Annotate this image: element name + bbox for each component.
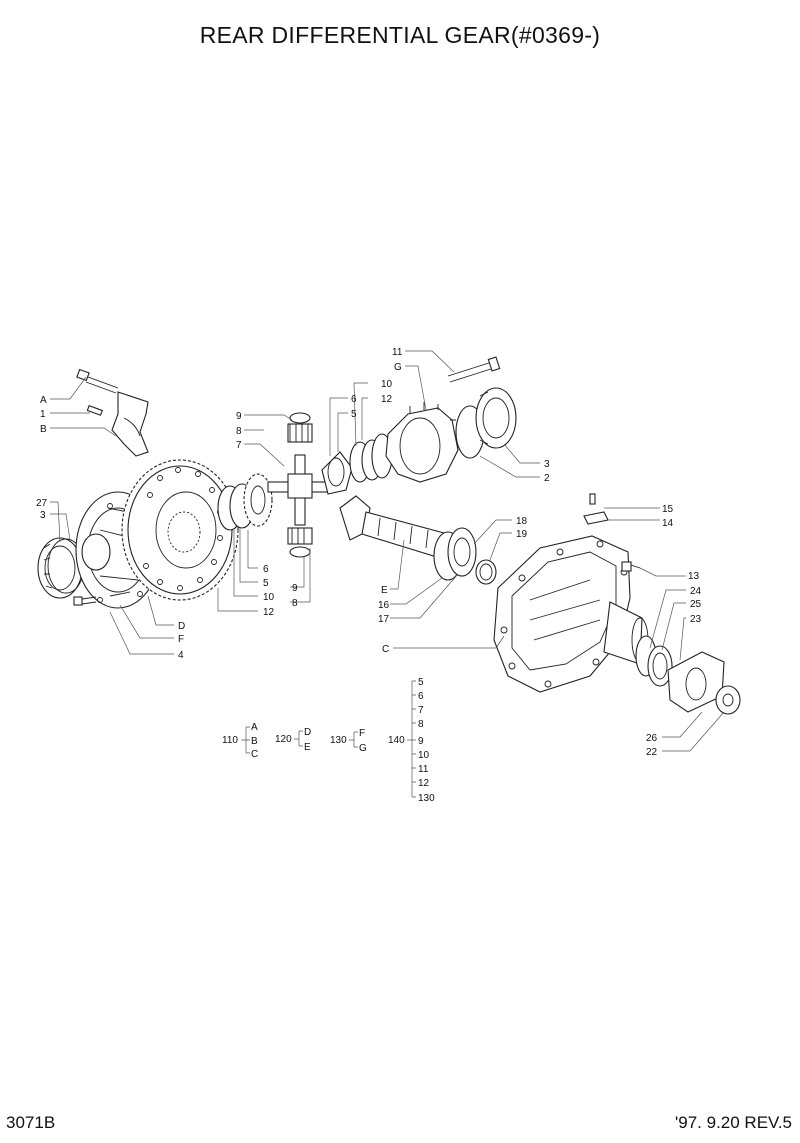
callout-3: 3 [40, 510, 46, 521]
callout-2: 2 [544, 473, 550, 484]
callout-12b: 12 [381, 394, 393, 405]
callout-14: 14 [662, 518, 674, 529]
group-140-item: 5 [418, 677, 424, 688]
right-side-gear-part [321, 433, 393, 495]
group-120-label: 120 [275, 734, 292, 745]
ring-gear-part [121, 459, 239, 601]
callout-3b: 3 [544, 459, 550, 470]
callout-9: 9 [236, 411, 242, 422]
callout-labels: A 1 B 27 3 D F 4 9 8 7 6 5 10 12 9 8 6 5… [36, 347, 702, 758]
callout-a: A [40, 395, 47, 406]
callout-22: 22 [646, 747, 658, 758]
callout-f: F [178, 634, 184, 645]
callout-19: 19 [516, 529, 528, 540]
revision-date: '97. 9.20 REV.5 [675, 1113, 792, 1132]
carrier-housing-part [493, 535, 649, 693]
upper-pinion-gear-part [287, 412, 313, 443]
callout-5b: 5 [351, 409, 357, 420]
pinion-seal-part [635, 635, 673, 687]
callout-18: 18 [516, 516, 528, 527]
group-130-label: 130 [330, 735, 347, 746]
lower-pinion-gear-part [287, 527, 313, 558]
callout-6b: 6 [351, 394, 357, 405]
long-bolt-part [447, 356, 501, 383]
callout-16: 16 [378, 600, 390, 611]
group-130-item: G [359, 743, 367, 754]
callout-e: E [381, 585, 388, 596]
group-110-item: B [251, 736, 258, 747]
group-130-item: F [359, 728, 365, 739]
document-code: 3071B [6, 1113, 56, 1132]
group-110-item: C [251, 749, 258, 760]
right-bearing-part [455, 387, 517, 459]
left-side-gear-part [217, 473, 273, 531]
callout-6: 6 [263, 564, 269, 575]
assembly-group-legend: 110 A B C 120 D E 130 F G 140 5 6 7 8 9 … [222, 677, 435, 804]
callout-1: 1 [40, 409, 46, 420]
companion-flange-part [667, 651, 741, 715]
bolt-part [76, 368, 119, 394]
callout-9b: 9 [292, 583, 298, 594]
group-140-item: 130 [418, 793, 435, 804]
leader-lines [50, 350, 725, 752]
group-140-item: 7 [418, 705, 424, 716]
group-110-item: A [251, 722, 258, 733]
group-140-item: 9 [418, 736, 424, 747]
callout-23: 23 [690, 614, 702, 625]
callout-5: 5 [263, 578, 269, 589]
callout-11: 11 [392, 347, 403, 358]
callout-c: C [382, 644, 389, 655]
callout-8: 8 [236, 426, 242, 437]
spider-cross-part [267, 454, 329, 526]
group-140-label: 140 [388, 735, 405, 746]
callout-17: 17 [378, 614, 390, 625]
callout-7: 7 [236, 440, 242, 451]
breather-plug-part [583, 493, 609, 525]
callout-25: 25 [690, 599, 702, 610]
group-120-item: D [304, 727, 311, 738]
pinion-bearing-part [433, 527, 497, 585]
pin-part [86, 405, 103, 416]
callout-d: D [178, 621, 185, 632]
callout-g: G [394, 362, 402, 373]
group-140-item: 10 [418, 750, 430, 761]
group-140-item: 12 [418, 778, 430, 789]
callout-10: 10 [263, 592, 275, 603]
group-140-item: 8 [418, 719, 424, 730]
group-140-item: 6 [418, 691, 424, 702]
group-120-item: E [304, 742, 311, 753]
page-title: REAR DIFFERENTIAL GEAR(#0369-) [199, 22, 601, 48]
bearing-cap-part [111, 391, 149, 457]
callout-4: 4 [178, 650, 184, 661]
callout-b: B [40, 424, 47, 435]
callout-15: 15 [662, 504, 674, 515]
housing-bolt-part [621, 561, 641, 572]
group-110-label: 110 [222, 735, 238, 746]
group-140-item: 11 [418, 764, 429, 775]
callout-12: 12 [263, 607, 275, 618]
callout-10b: 10 [381, 379, 393, 390]
callout-13: 13 [688, 571, 700, 582]
right-case-half-part [385, 402, 459, 483]
case-bolt-part [73, 596, 97, 606]
callout-27: 27 [36, 498, 48, 509]
callout-24: 24 [690, 586, 702, 597]
callout-8b: 8 [292, 598, 298, 609]
callout-26: 26 [646, 733, 658, 744]
